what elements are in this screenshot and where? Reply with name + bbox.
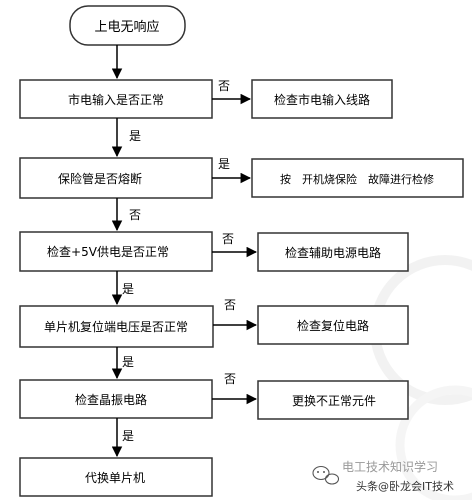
decision-5-box (19, 379, 213, 419)
watermark-text-author: 头条@卧龙会IT技术 (356, 480, 454, 493)
action-4-text: 检查复位电路 (297, 318, 369, 333)
action-4-box (257, 305, 409, 345)
decision-3-no-label: 否 (222, 232, 234, 246)
decision-5-text: 检查晶振电路 (75, 392, 147, 407)
decision-5-no-label: 否 (224, 372, 236, 386)
watermark-text-title: 电工技术知识学习 (342, 460, 439, 474)
decision-1-text: 市电输入是否正常 (68, 92, 164, 107)
decision-4-text: 单片机复位端电压是否正常 (44, 319, 188, 334)
decision-4-no-label: 否 (224, 298, 236, 312)
action-5-box (257, 380, 409, 420)
start-box (69, 5, 186, 46)
action-2-text: 按 开机烧保险 故障进行检修 (280, 172, 434, 186)
action-3-text: 检查辅助电源电路 (285, 245, 381, 260)
end-box (19, 457, 213, 497)
decision-4-box (19, 305, 214, 348)
action-5-text: 更换不正常元件 (292, 394, 376, 408)
wechat-logo-icon (312, 465, 340, 485)
decision-2-text: 保险管是否熔断 (58, 171, 142, 186)
decision-2-no-label: 否 (129, 208, 141, 222)
decision-2-box (19, 157, 213, 199)
decision-1-box (19, 79, 213, 119)
decision-1-no-label: 否 (218, 79, 230, 93)
decision-3-yes-label: 是 (122, 282, 134, 296)
decision-5-yes-label: 是 (122, 429, 134, 443)
action-2-box (251, 158, 464, 198)
action-1-text: 检查市电输入线路 (274, 92, 370, 107)
action-3-box (257, 232, 409, 272)
start-text: 上电无响应 (94, 19, 159, 35)
decision-3-text: 检查+5V供电是否正常 (47, 244, 169, 259)
decision-1-yes-label: 是 (129, 129, 141, 143)
decision-4-yes-label: 是 (122, 355, 134, 369)
decision-2-yes-label: 是 (218, 157, 230, 171)
end-text: 代换单片机 (85, 471, 145, 485)
action-1-box (251, 79, 393, 119)
